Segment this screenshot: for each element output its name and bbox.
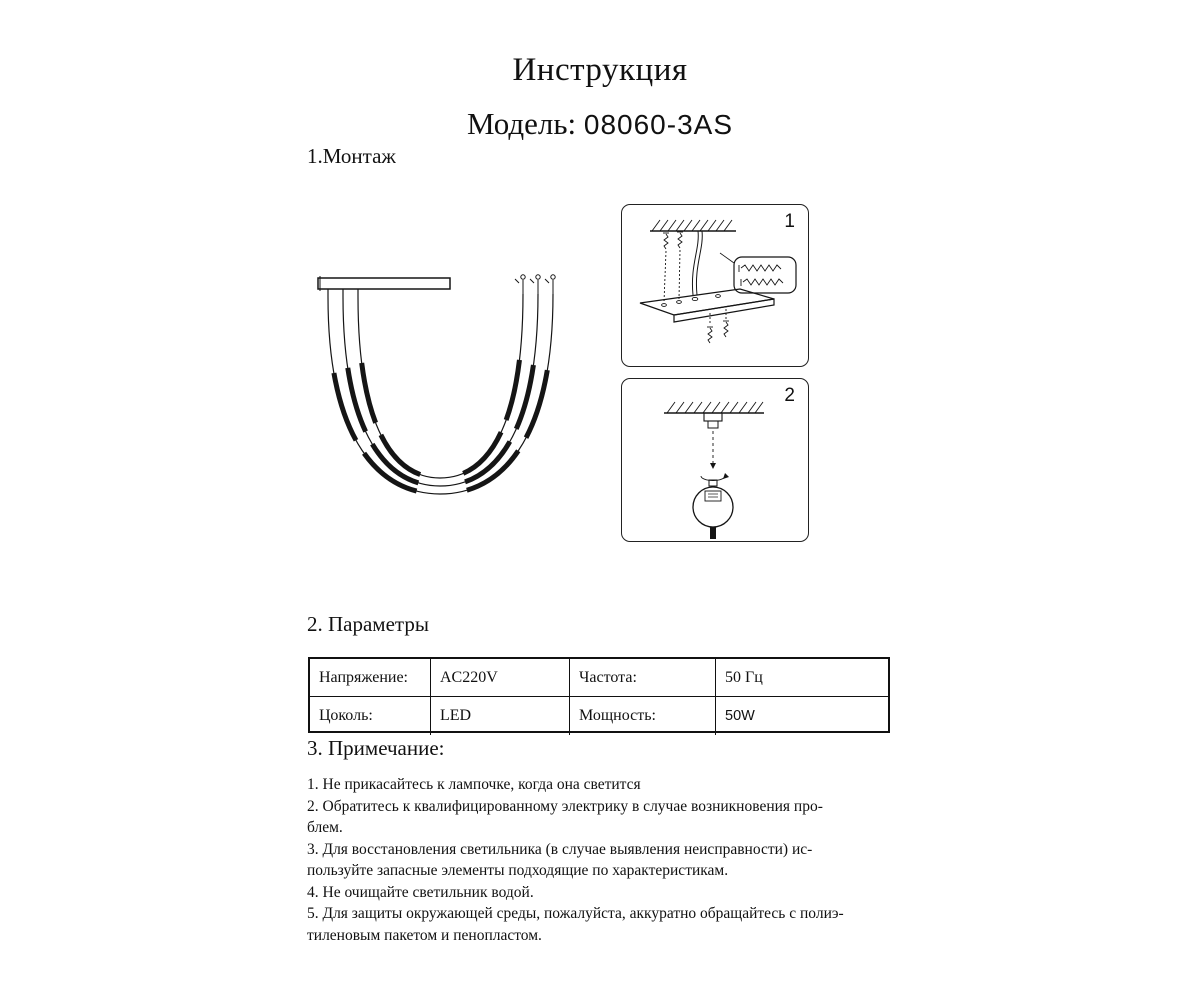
note-item-3: 3. Для восстановления светильника (в слу… <box>307 840 813 880</box>
chandelier-drawing <box>317 274 556 497</box>
model-line: Модель: 08060-3AS <box>0 106 1200 142</box>
diagram-step2-number: 2 <box>784 385 795 406</box>
notes-list: 1. Не прикасайтесь к лампочке, когда она… <box>307 774 917 946</box>
table-cell-voltage-value: AC220V <box>431 659 570 697</box>
table-cell-socket-label: Цоколь: <box>310 697 431 735</box>
parameters-table: Напряжение: AC220V Частота: 50 Гц Цоколь… <box>308 657 890 735</box>
table-cell-socket-value: LED <box>431 697 570 735</box>
section-montage-title: 1.Монтаж <box>307 144 396 168</box>
table-cell-frequency-value: 50 Гц <box>716 659 888 697</box>
mount-diagram-step1: 1 <box>621 204 809 367</box>
chandelier-figure <box>296 252 596 520</box>
model-label: Модель: <box>466 106 577 141</box>
mount-step2-drawing <box>664 401 764 539</box>
table-cell-frequency-label: Частота: <box>570 659 716 697</box>
mount-step1-drawing <box>639 219 797 344</box>
mount-diagram-step2: 2 <box>621 378 809 542</box>
note-item-1: 1. Не прикасайтесь к лампочке, когда она… <box>307 776 641 793</box>
note-item-5: 5. Для защиты окружающей среды, пожалуйс… <box>307 905 844 944</box>
note-item-2: 2. Обратитесь к квалифицированному элект… <box>307 797 823 837</box>
table-cell-power-label: Мощность: <box>570 697 716 735</box>
diagram-step1-number: 1 <box>784 211 795 232</box>
page-title: Инструкция <box>512 52 688 88</box>
table-cell-voltage-label: Напряжение: <box>310 659 431 697</box>
table-cell-power-value: 50W <box>725 708 755 724</box>
model-value: 08060-3AS <box>583 109 733 140</box>
section-notes-title: 3. Примечание: <box>307 736 445 760</box>
section-parameters-title: 2. Параметры <box>307 612 429 636</box>
note-item-4: 4. Не очищайте светильник водой. <box>307 883 534 901</box>
